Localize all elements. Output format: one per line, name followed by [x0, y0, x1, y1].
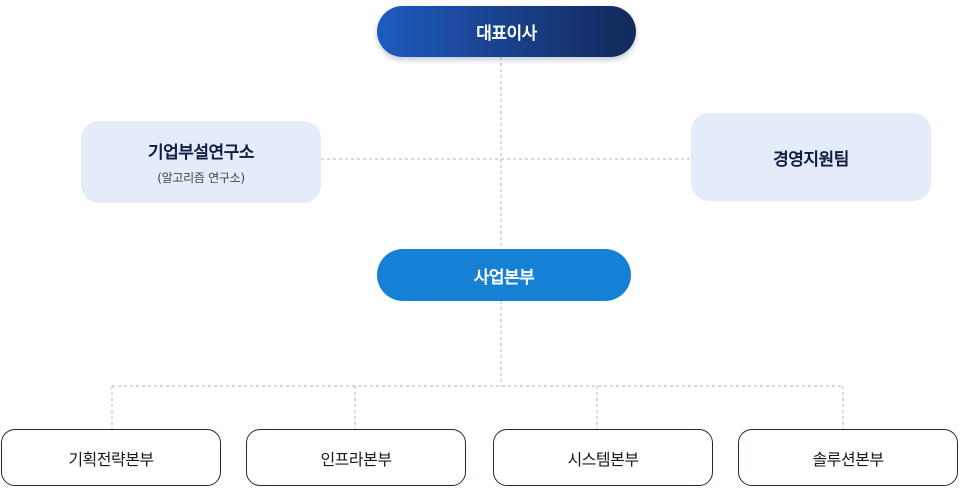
business-division-node: 사업본부: [377, 249, 631, 301]
department-label: 인프라본부: [320, 449, 392, 469]
department-label: 기획전략본부: [68, 449, 154, 469]
department-node-system: 시스템본부: [493, 429, 713, 486]
ceo-label: 대표이사: [476, 24, 537, 44]
business-division-label: 사업본부: [473, 267, 535, 288]
department-label: 시스템본부: [567, 449, 639, 469]
department-node-solution: 솔루션본부: [738, 429, 958, 486]
research-lab-node: 기업부설연구소 (알고리즘 연구소): [81, 121, 321, 203]
research-lab-label: 기업부설연구소: [148, 143, 254, 163]
department-label: 솔루션본부: [812, 449, 884, 469]
department-node-infrastructure: 인프라본부: [246, 429, 466, 486]
management-support-label: 경영지원팀: [773, 149, 849, 170]
management-support-node: 경영지원팀: [691, 113, 931, 201]
department-node-planning-strategy: 기획전략본부: [1, 429, 221, 486]
research-lab-sublabel: (알고리즘 연구소): [157, 171, 245, 185]
ceo-node: 대표이사: [377, 6, 636, 57]
